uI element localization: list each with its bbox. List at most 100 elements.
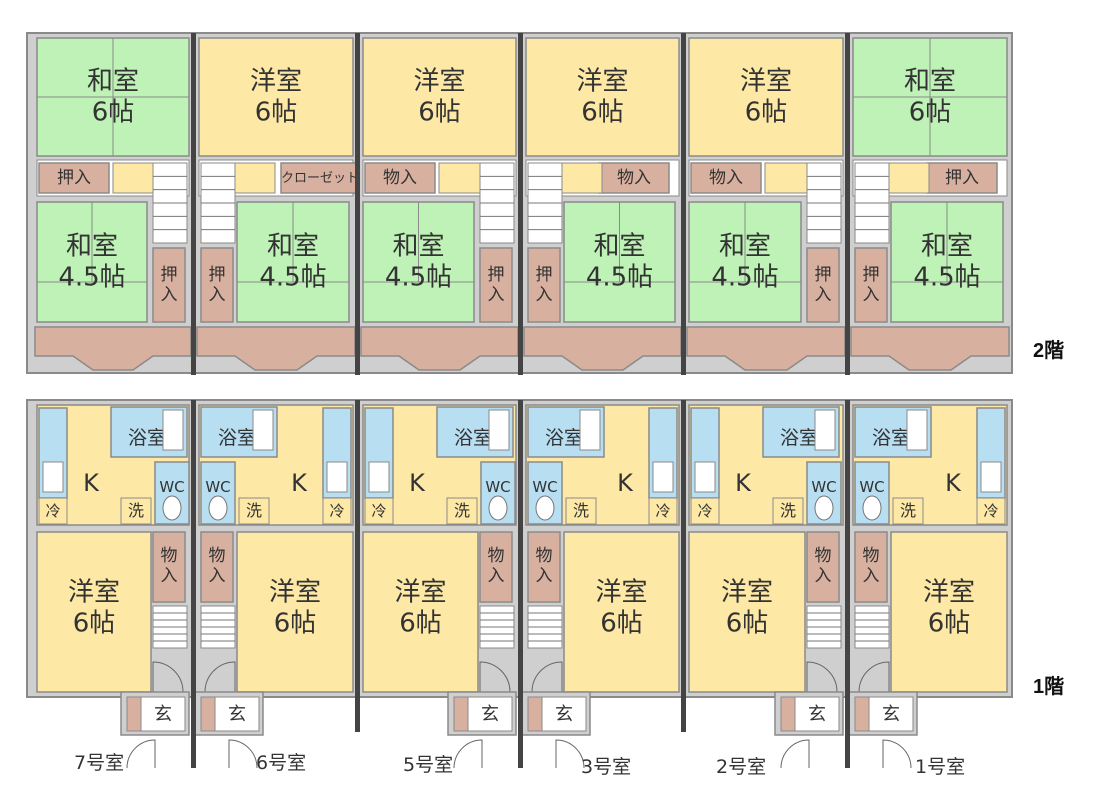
- entrance-step-6: [854, 696, 870, 732]
- fridge-1: [38, 497, 68, 525]
- fridge-3: [364, 497, 394, 525]
- closet-3: [364, 162, 436, 194]
- wash-4: [565, 497, 597, 525]
- unit-label-2: 2号室: [716, 756, 767, 778]
- landing-6: [886, 162, 930, 194]
- fridge-label-3: 冷: [371, 502, 386, 520]
- kitchen-label-6: K: [945, 469, 962, 497]
- door-swing-2: [204, 661, 236, 693]
- floor-label-1f: 1階: [1033, 676, 1065, 698]
- side-closet-3: [479, 247, 513, 323]
- bathtub-2: [252, 409, 274, 451]
- bathtub-5: [814, 409, 836, 451]
- toilet-room-2: [200, 461, 236, 525]
- toilet-label-5: WC: [811, 478, 836, 496]
- entrance-door-6: [882, 739, 912, 769]
- partition-2f: [355, 33, 360, 375]
- wash-6: [892, 497, 924, 525]
- bath-label-2: 浴室: [218, 427, 256, 449]
- entrance-step-4: [527, 696, 543, 732]
- upper-room-3: [362, 37, 517, 157]
- closet-1: [38, 162, 110, 194]
- unit-label-6: 6号室: [256, 752, 307, 774]
- side-closet-label-4: 押入: [536, 265, 553, 305]
- entrance-door-4: [555, 739, 585, 769]
- wash-label-4: 洗: [573, 501, 589, 520]
- entrance-floor-2: [214, 696, 260, 732]
- partition-1f: [191, 400, 196, 768]
- closet-label-6: 押入: [945, 168, 979, 188]
- fridge-4: [648, 497, 678, 525]
- landing-4: [559, 162, 603, 194]
- storage-label-3: 物入: [488, 546, 505, 586]
- toilet-bowl-3: [488, 495, 508, 521]
- partition-1f: [355, 400, 360, 732]
- closet-label-2: クローゼット: [281, 171, 359, 186]
- storage-label-4: 物入: [536, 546, 553, 586]
- partition-2f: [845, 33, 850, 375]
- closet-5: [690, 162, 762, 194]
- wash-label-2: 洗: [246, 501, 262, 520]
- door-swing-5: [806, 661, 838, 693]
- storage-label-2: 物入: [209, 546, 226, 586]
- toilet-bowl-5: [814, 495, 834, 521]
- storage-6: [854, 531, 888, 603]
- side-closet-4: [527, 247, 561, 323]
- entrance-floor-4: [541, 696, 587, 732]
- entrance-label-3: 玄: [481, 704, 499, 725]
- upper-room-2: [198, 37, 354, 157]
- entrance-step-5: [780, 696, 796, 732]
- storage-4: [527, 531, 561, 603]
- entrance-label-4: 玄: [555, 704, 573, 725]
- landing-2: [232, 162, 276, 194]
- fridge-label-1: 冷: [45, 502, 60, 520]
- wash-1: [120, 497, 152, 525]
- sink-6: [980, 461, 1002, 493]
- sink-5: [694, 461, 716, 493]
- fridge-label-6: 冷: [983, 502, 998, 520]
- entrance-step-1: [126, 696, 142, 732]
- entrance-floor-3: [467, 696, 513, 732]
- storage-label-1: 物入: [161, 546, 178, 586]
- wash-label-6: 洗: [900, 501, 916, 520]
- toilet-bowl-6: [862, 495, 882, 521]
- partition-2f: [191, 33, 196, 375]
- sink-4: [652, 461, 674, 493]
- entrance-label-2: 玄: [228, 704, 246, 725]
- toilet-label-3: WC: [485, 478, 510, 496]
- closet-label-4: 物入: [617, 168, 651, 188]
- fridge-2: [322, 497, 352, 525]
- entrance-floor-1: [140, 696, 186, 732]
- bathtub-3: [488, 409, 510, 451]
- wash-2: [238, 497, 270, 525]
- upper-room-5: [688, 37, 844, 157]
- partition-1f: [845, 400, 850, 768]
- fridge-label-4: 冷: [655, 502, 670, 520]
- door-swing-3: [479, 661, 511, 693]
- balcony-6: [850, 326, 1010, 371]
- toilet-room-5: [806, 461, 842, 525]
- door-swing-1: [152, 661, 184, 693]
- entrance-label-5: 玄: [808, 704, 826, 725]
- partition-2f: [518, 33, 523, 375]
- landing-5: [764, 162, 808, 194]
- side-closet-label-5: 押入: [815, 265, 832, 305]
- fridge-label-2: 冷: [329, 502, 344, 520]
- toilet-label-1: WC: [159, 478, 184, 496]
- entrance-floor-5: [794, 696, 840, 732]
- upper-room-4: [525, 37, 680, 157]
- kitchen-label-1: K: [83, 469, 100, 497]
- storage-3: [479, 531, 513, 603]
- main-room-2: [236, 531, 354, 693]
- side-closet-5: [806, 247, 840, 323]
